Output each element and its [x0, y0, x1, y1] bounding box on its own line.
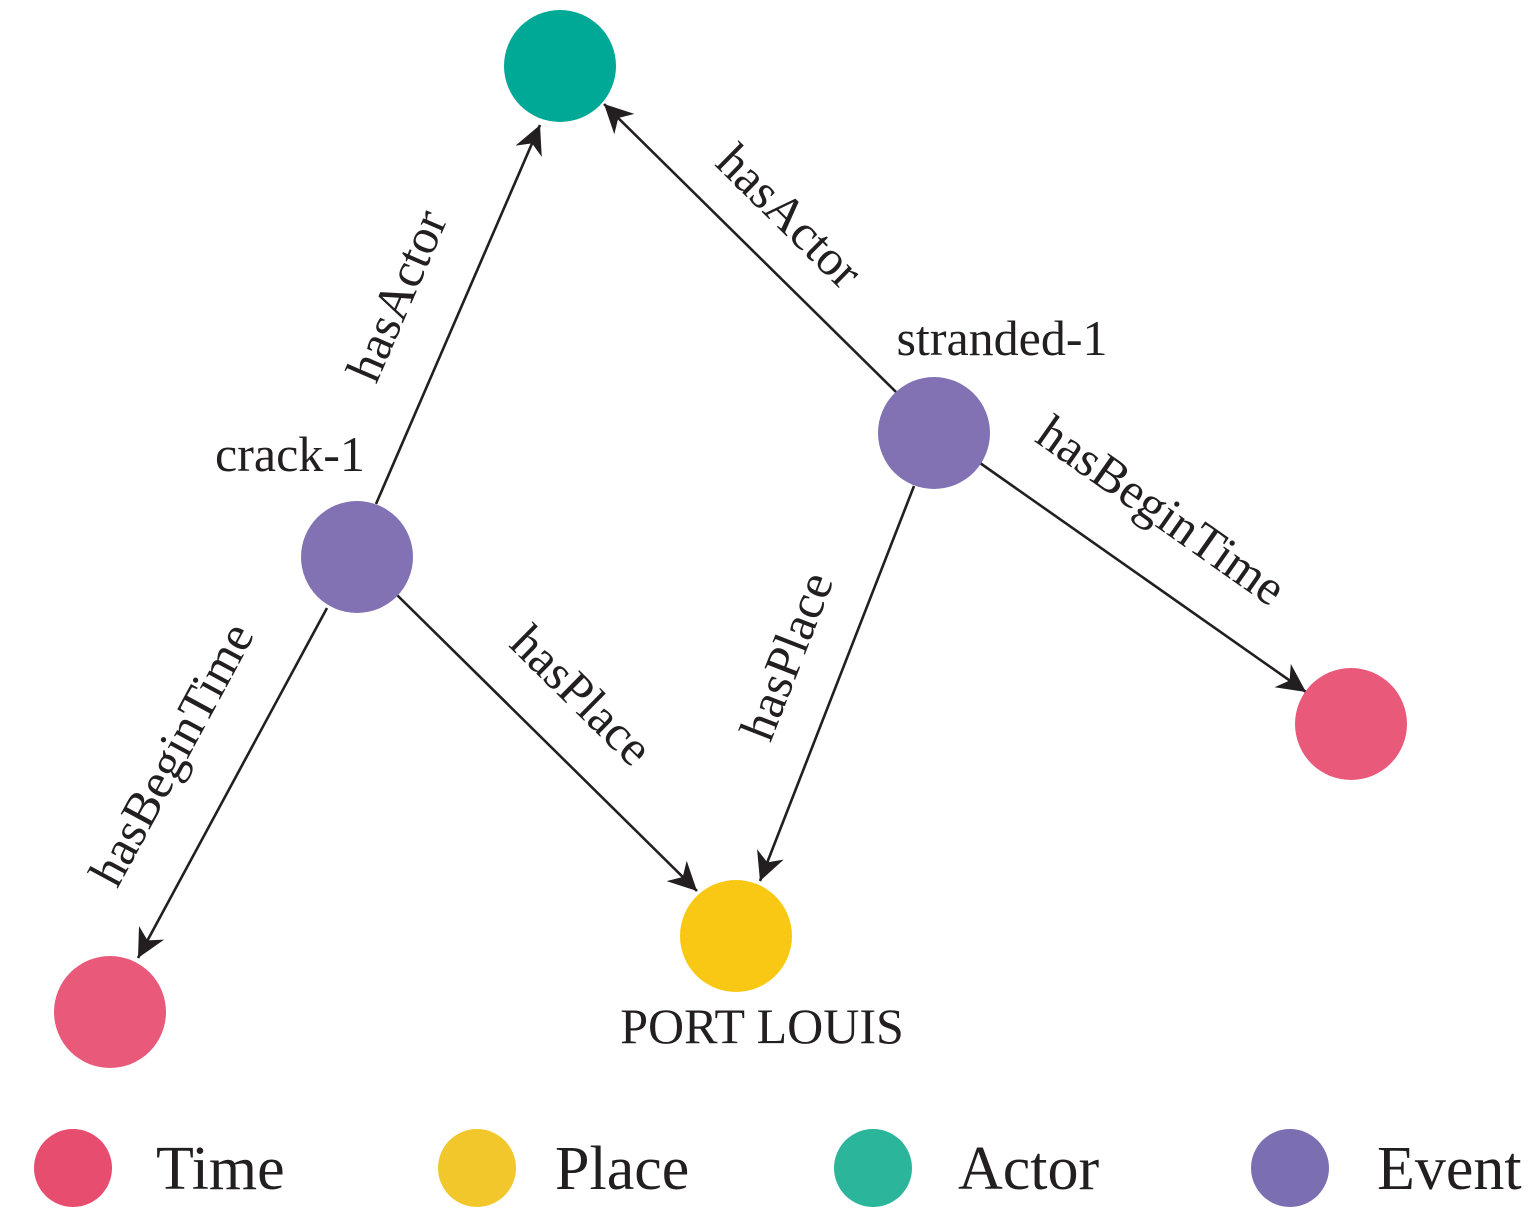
time-node-right	[1295, 668, 1407, 780]
legend-label-event: Event	[1377, 1135, 1522, 1203]
node-label-port-louis: PORT LOUIS	[620, 998, 904, 1054]
legend-label-time: Time	[156, 1135, 285, 1203]
edge-stranded-hasbegintime	[979, 461, 1307, 694]
legend-swatch-time	[34, 1129, 112, 1207]
time-node-left	[54, 956, 166, 1068]
edge-label-crack-hasactor: hasActor	[335, 201, 458, 389]
event-node-crack	[301, 501, 413, 613]
legend-label-place: Place	[555, 1135, 689, 1203]
legend-swatch-place	[438, 1129, 516, 1207]
edge-stranded-hasactor	[603, 103, 897, 393]
actor-node	[504, 10, 616, 122]
legend-item-actor: Actor	[834, 1129, 1100, 1207]
edge-crack-hasactor	[374, 124, 542, 505]
node-label-crack: crack-1	[215, 426, 365, 482]
edge-label-stranded-hasplace: hasPlace	[728, 564, 844, 747]
edge-crack-hasbegintime	[136, 607, 329, 959]
edge-label-stranded-hasbegintime: hasBeginTime	[1027, 404, 1296, 616]
place-node-port-louis	[680, 880, 792, 992]
legend: Time Place Actor Event	[34, 1129, 1522, 1207]
edge-label-crack-hasplace: hasPlace	[500, 614, 664, 777]
edge-crack-hasplace	[396, 594, 698, 892]
legend-item-event: Event	[1251, 1129, 1522, 1207]
legend-label-actor: Actor	[958, 1135, 1100, 1203]
legend-item-time: Time	[34, 1129, 285, 1207]
legend-item-place: Place	[438, 1129, 689, 1207]
legend-swatch-actor	[834, 1129, 912, 1207]
edge-stranded-hasplace	[757, 485, 916, 882]
event-node-stranded	[878, 377, 990, 489]
legend-swatch-event	[1251, 1129, 1329, 1207]
edge-label-crack-hasbegintime: hasBeginTime	[77, 613, 264, 895]
node-label-stranded: stranded-1	[896, 310, 1107, 366]
edge-label-stranded-hasactor: hasActor	[706, 133, 874, 300]
